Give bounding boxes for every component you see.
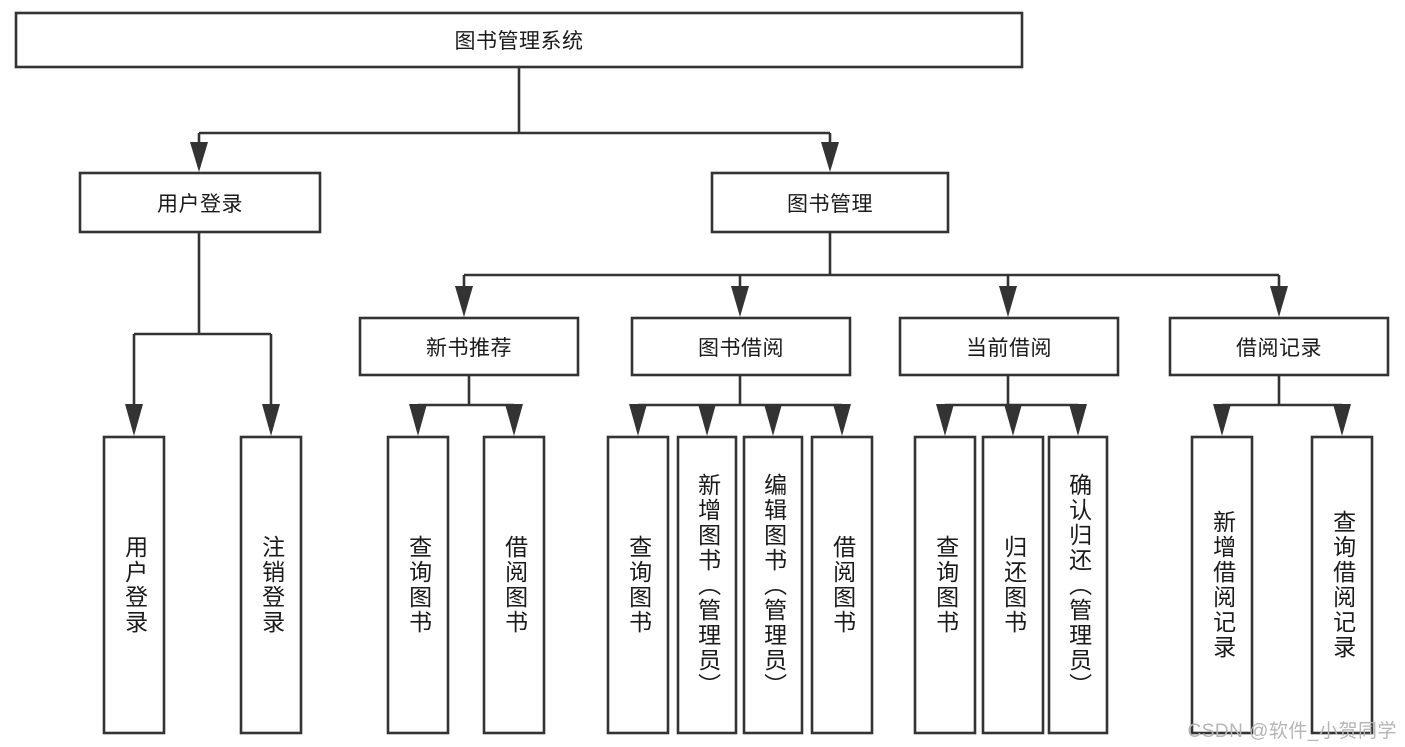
arrowhead-user-login [190,142,208,172]
node-box-leaf-borrow-lend[interactable] [810,435,874,735]
arrowhead-leaf-user-login [125,404,143,436]
node-box-book-manage[interactable] [710,171,950,234]
arrowhead-leaf-rec-borrow [505,404,523,436]
arrowhead-leaf-cur-confirm [1069,404,1087,436]
node-box-leaf-rec-search[interactable] [1310,435,1374,735]
node-box-book-borrow[interactable] [630,316,852,377]
node-box-current-borrow[interactable] [898,316,1120,377]
node-box-leaf-borrow-add[interactable] [676,435,738,735]
node-box-new-book-rec[interactable] [358,316,580,377]
node-box-root[interactable] [14,11,1024,69]
node-box-leaf-cur-confirm[interactable] [1047,435,1109,735]
node-box-leaf-rec-borrow[interactable] [482,435,546,735]
arrowhead-new-book-rec [455,286,473,317]
arrowhead-leaf-rec-query [409,404,427,436]
arrowhead-leaf-cur-return [1004,404,1022,436]
arrowhead-leaf-rec-add [1213,404,1231,436]
arrowhead-leaf-cur-query [936,404,954,436]
node-box-borrow-record[interactable] [1168,316,1390,377]
arrowhead-leaf-borrow-lend [833,404,851,436]
arrowhead-book-borrow [731,286,749,317]
arrowhead-book-manage [821,142,839,172]
node-box-leaf-user-login[interactable] [102,435,166,735]
node-box-leaf-cur-return[interactable] [981,435,1045,735]
arrowhead-leaf-borrow-edit [764,404,782,436]
node-box-user-login[interactable] [78,171,322,234]
arrowhead-leaf-borrow-add [698,404,716,436]
arrowhead-leaf-user-logout [262,404,280,436]
csdn-watermark: CSDN @软件_小贺同学 [1187,721,1397,742]
arrowhead-borrow-record [1270,286,1288,317]
arrowhead-current-borrow [999,286,1017,317]
arrowhead-leaf-rec-search [1333,404,1351,436]
node-box-leaf-cur-query[interactable] [913,435,977,735]
node-box-leaf-rec-query[interactable] [386,435,450,735]
node-box-leaf-borrow-query[interactable] [606,435,670,735]
arrowhead-leaf-borrow-query [629,404,647,436]
node-box-leaf-borrow-edit[interactable] [742,435,804,735]
node-box-leaf-rec-add[interactable] [1190,435,1254,735]
node-box-leaf-user-logout[interactable] [239,435,303,735]
